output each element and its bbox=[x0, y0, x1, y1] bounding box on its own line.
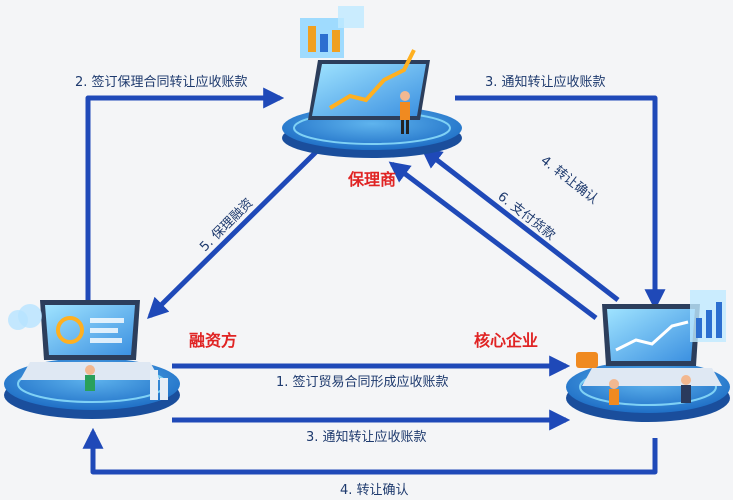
flow-label-f6: 6. 支付货款 bbox=[495, 189, 559, 244]
flow-label-f4a: 4. 转让确认 bbox=[538, 153, 601, 207]
arrow-f4b bbox=[82, 427, 658, 475]
laptop-with-analytics-icon bbox=[8, 300, 168, 400]
node-financier: 融资方 bbox=[4, 300, 237, 419]
flow-label-f5: 5. 保理融资 bbox=[197, 196, 256, 255]
node-core: 核心企业 bbox=[474, 290, 730, 422]
flow-label-f2: 2. 签订保理合同转让应收账款 bbox=[75, 74, 248, 90]
arrow-f6 bbox=[388, 161, 598, 320]
flow-label-f3b: 3. 通知转让应收账款 bbox=[306, 429, 427, 445]
flow-label-f4b: 4. 转让确认 bbox=[340, 483, 409, 498]
node-factor: 保理商 bbox=[282, 6, 462, 189]
flow-label-f1: 1. 签订贸易合同形成应收账款 bbox=[276, 374, 449, 390]
arrow-f4a bbox=[420, 147, 620, 302]
laptop-with-dashboard-icon bbox=[576, 290, 726, 405]
arrow-f5 bbox=[147, 148, 320, 319]
flow-arrows bbox=[82, 87, 666, 475]
arrow-f3a bbox=[455, 95, 666, 311]
tablet-with-rising-chart-icon bbox=[300, 6, 430, 134]
arrow-f2 bbox=[85, 87, 285, 312]
node-label-core: 核心企业 bbox=[474, 331, 538, 350]
node-label-financier: 融资方 bbox=[189, 331, 237, 350]
node-label-factor: 保理商 bbox=[347, 170, 396, 189]
flow-label-f3a: 3. 通知转让应收账款 bbox=[485, 74, 606, 90]
